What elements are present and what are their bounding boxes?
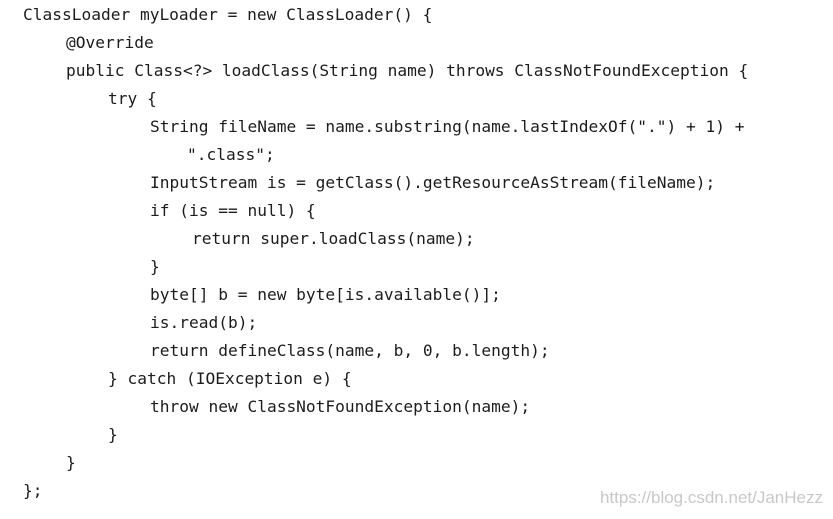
code-line-15: throw new ClassNotFoundException(name); xyxy=(150,397,531,416)
code-line-2: @Override xyxy=(66,33,154,52)
code-line-6: ".class"; xyxy=(187,145,275,164)
code-line-11: byte[] b = new byte[is.available()]; xyxy=(150,285,501,304)
code-line-9: return super.loadClass(name); xyxy=(192,229,475,248)
code-line-14: } catch (IOException e) { xyxy=(108,369,352,388)
code-line-10: } xyxy=(150,257,160,276)
code-line-17: } xyxy=(66,453,76,472)
code-line-13: return defineClass(name, b, 0, b.length)… xyxy=(150,341,550,360)
code-line-16: } xyxy=(108,425,118,444)
code-line-4: try { xyxy=(108,89,157,108)
code-line-8: if (is == null) { xyxy=(150,201,316,220)
code-line-3: public Class<?> loadClass(String name) t… xyxy=(66,61,749,80)
code-line-5: String fileName = name.substring(name.la… xyxy=(150,117,745,136)
code-line-1: ClassLoader myLoader = new ClassLoader()… xyxy=(23,5,433,24)
code-line-12: is.read(b); xyxy=(150,313,258,332)
watermark: https://blog.csdn.net/JanHezz xyxy=(599,488,823,507)
code-line-7: InputStream is = getClass().getResourceA… xyxy=(150,173,716,192)
code-line-18: }; xyxy=(23,481,43,500)
